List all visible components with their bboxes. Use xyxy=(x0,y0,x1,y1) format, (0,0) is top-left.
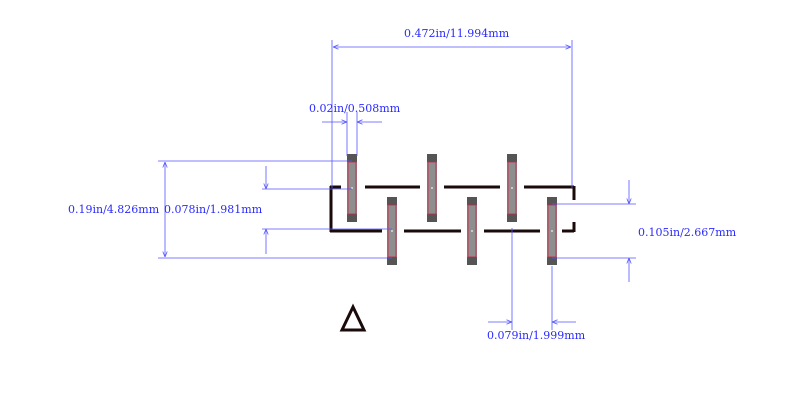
pad-end xyxy=(467,257,477,265)
overall-width-label: 0.472in/11.994mm xyxy=(404,27,510,40)
overall-height-label: 0.19in/4.826mm xyxy=(68,203,160,216)
pad-to-body-label: 0.105in/2.667mm xyxy=(638,226,737,239)
pad-2 xyxy=(427,154,437,222)
dimension-lines xyxy=(158,40,636,330)
pad-center-dot xyxy=(551,230,553,232)
pin1-triangle-icon xyxy=(339,303,367,332)
pad-group xyxy=(347,154,557,265)
pad-end xyxy=(387,257,397,265)
pad-border xyxy=(427,161,437,215)
pad-4 xyxy=(387,197,397,265)
pad-end xyxy=(467,197,477,205)
pad-end xyxy=(507,214,517,222)
pad-end xyxy=(387,197,397,205)
pad-end xyxy=(547,197,557,205)
pitch-label: 0.079in/1.999mm xyxy=(487,329,586,342)
pad-center-dot xyxy=(431,187,433,189)
pad-width-label: 0.02in/0.508mm xyxy=(309,102,401,115)
pad-center-dot xyxy=(471,230,473,232)
pad-end xyxy=(347,214,357,222)
pad-end xyxy=(347,154,357,162)
pad-5 xyxy=(467,197,477,265)
pad-center-dot xyxy=(511,187,513,189)
pad-6 xyxy=(547,197,557,265)
pad-end xyxy=(547,257,557,265)
pad-center-dot xyxy=(351,187,353,189)
row-spacing-label: 0.078in/1.981mm xyxy=(164,203,263,216)
pad-center-dot xyxy=(391,230,393,232)
pad-end xyxy=(427,214,437,222)
pad-border xyxy=(387,204,397,258)
pad-border xyxy=(547,204,557,258)
body-outline xyxy=(329,185,576,233)
pad-end xyxy=(507,154,517,162)
pad-end xyxy=(427,154,437,162)
pad-1 xyxy=(347,154,357,222)
pad-border xyxy=(347,161,357,215)
pad-border xyxy=(507,161,517,215)
pad-3 xyxy=(507,154,517,222)
pad-border xyxy=(467,204,477,258)
